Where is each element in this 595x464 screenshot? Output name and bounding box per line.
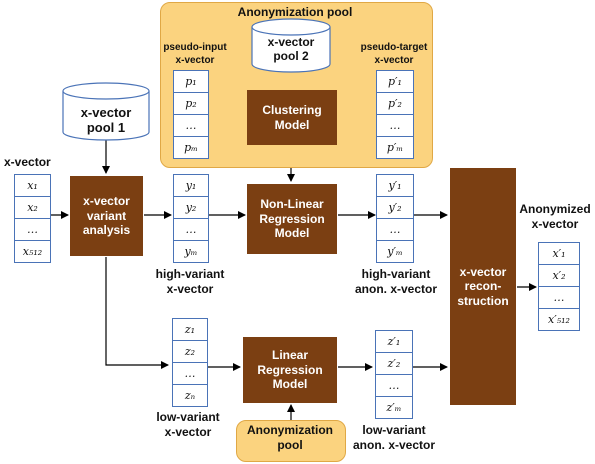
vector-cell: … xyxy=(174,219,208,241)
pool2-label-line2: pool 2 xyxy=(273,49,309,63)
anonymization-pool-title: Anonymization pool xyxy=(237,5,353,19)
vector-cell: x′₅₁₂ xyxy=(548,313,570,326)
vector-cell: z′₂ xyxy=(376,353,412,375)
reconstruction-box: x-vector recon- struction xyxy=(450,168,516,405)
vector-cell: x₂ xyxy=(15,197,50,219)
output-label-line1: Anonymized xyxy=(519,202,591,216)
vector-cell: z′ₘ xyxy=(386,401,402,414)
output-label-line2: x-vector xyxy=(531,217,579,231)
anonymization-pool-bottom-line1: Anonymization xyxy=(247,423,333,437)
variant-label-line1: x-vector xyxy=(83,194,130,209)
high-variant-label-line1: high-variant xyxy=(155,267,225,281)
clustering-label-line1: Clustering xyxy=(262,103,322,118)
vector-cell: p′₁ xyxy=(377,71,413,93)
vector-cell: … xyxy=(15,219,50,241)
high-variant-label-line2: x-vector xyxy=(166,282,214,296)
pseudo-target-vector: p′₁ p′₂ … p′ₘ xyxy=(376,70,414,159)
high-variant-vector: y₁ y₂ … yₘ xyxy=(173,174,209,263)
variant-analysis-box: x-vector variant analysis xyxy=(70,176,143,256)
low-anon-label-line1: low-variant xyxy=(362,423,426,437)
pseudo-input-vector: p₁ p₂ … pₘ xyxy=(173,70,209,159)
nonlinear-label-line2: Regression xyxy=(259,211,325,226)
low-variant-label-line2: x-vector xyxy=(164,425,212,439)
vector-cell: y₁ xyxy=(174,175,208,197)
vector-cell: x′₂ xyxy=(539,265,579,287)
vector-cell: y′₂ xyxy=(377,197,413,219)
nonlinear-label-line1: Non-Linear xyxy=(260,197,324,212)
pseudo-input-label-line2: x-vector xyxy=(175,55,215,66)
vector-cell: z₁ xyxy=(173,319,207,341)
pool1-label-line1: x-vector xyxy=(80,105,132,120)
vector-cell: z′₁ xyxy=(376,331,412,353)
reconstruction-label-line1: x-vector xyxy=(459,264,507,279)
input-xvector-label: x-vector xyxy=(4,155,51,169)
pool2-database-icon xyxy=(251,18,331,73)
linear-label-line1: Linear xyxy=(271,348,308,363)
high-anon-label-line1: high-variant xyxy=(361,267,431,281)
low-anon-label-line2: anon. x-vector xyxy=(352,438,436,452)
vector-cell: p′ₘ xyxy=(386,141,404,154)
linear-label-line2: Regression xyxy=(257,362,323,377)
vector-cell: … xyxy=(377,115,413,137)
vector-cell: z₂ xyxy=(173,341,207,363)
vector-cell: … xyxy=(376,375,412,397)
reconstruction-label-line3: struction xyxy=(457,293,509,308)
linear-label-line3: Model xyxy=(272,377,308,392)
vector-cell: … xyxy=(377,219,413,241)
nonlinear-regression-box: Non-Linear Regression Model xyxy=(247,184,337,254)
clustering-model-box: Clustering Model xyxy=(247,90,337,145)
pool1-label-line2: pool 1 xyxy=(86,120,126,135)
clustering-label-line2: Model xyxy=(274,117,310,132)
low-anon-vector: z′₁ z′₂ … z′ₘ xyxy=(375,330,413,419)
vector-cell: x₁ xyxy=(15,175,50,197)
anonymization-pool-bottom-line2: pool xyxy=(277,438,303,452)
variant-label-line2: variant xyxy=(86,208,127,223)
pseudo-input-label-line1: pseudo-input xyxy=(163,42,227,53)
input-xvector: x₁ x₂ … x₅₁₂ xyxy=(14,174,51,263)
pool2-label-line1: x-vector xyxy=(267,35,315,49)
vector-cell: pₘ xyxy=(184,141,198,154)
linear-regression-box: Linear Regression Model xyxy=(243,337,337,403)
low-variant-label-line1: low-variant xyxy=(156,410,220,424)
arrow-variant-to-low-variant xyxy=(105,257,169,369)
vector-cell: zₙ xyxy=(184,389,196,402)
output-xvector: x′₁ x′₂ … x′₅₁₂ xyxy=(538,242,580,331)
vector-cell: x₅₁₂ xyxy=(22,245,43,258)
vector-cell: … xyxy=(174,115,208,137)
pseudo-target-label-line2: x-vector xyxy=(374,55,414,66)
vector-cell: p₂ xyxy=(174,93,208,115)
high-anon-vector: y′₁ y′₂ … y′ₘ xyxy=(376,174,414,263)
vector-cell: y′₁ xyxy=(377,175,413,197)
nonlinear-label-line3: Model xyxy=(274,226,310,241)
anonymization-pool-bottom-panel xyxy=(236,420,346,462)
vector-cell: … xyxy=(173,363,207,385)
variant-label-line3: analysis xyxy=(82,223,131,238)
vector-cell: … xyxy=(539,287,579,309)
low-variant-vector: z₁ z₂ … zₙ xyxy=(172,318,208,407)
vector-cell: yₘ xyxy=(184,245,198,258)
vector-cell: x′₁ xyxy=(539,243,579,265)
vector-cell: y′ₘ xyxy=(387,245,403,258)
reconstruction-label-line2: recon- xyxy=(464,279,502,294)
pool1-database-icon xyxy=(62,82,150,141)
vector-cell: p′₂ xyxy=(377,93,413,115)
pseudo-target-label-line1: pseudo-target xyxy=(360,42,428,53)
vector-cell: y₂ xyxy=(174,197,208,219)
vector-cell: p₁ xyxy=(174,71,208,93)
high-anon-label-line2: anon. x-vector xyxy=(354,282,438,296)
